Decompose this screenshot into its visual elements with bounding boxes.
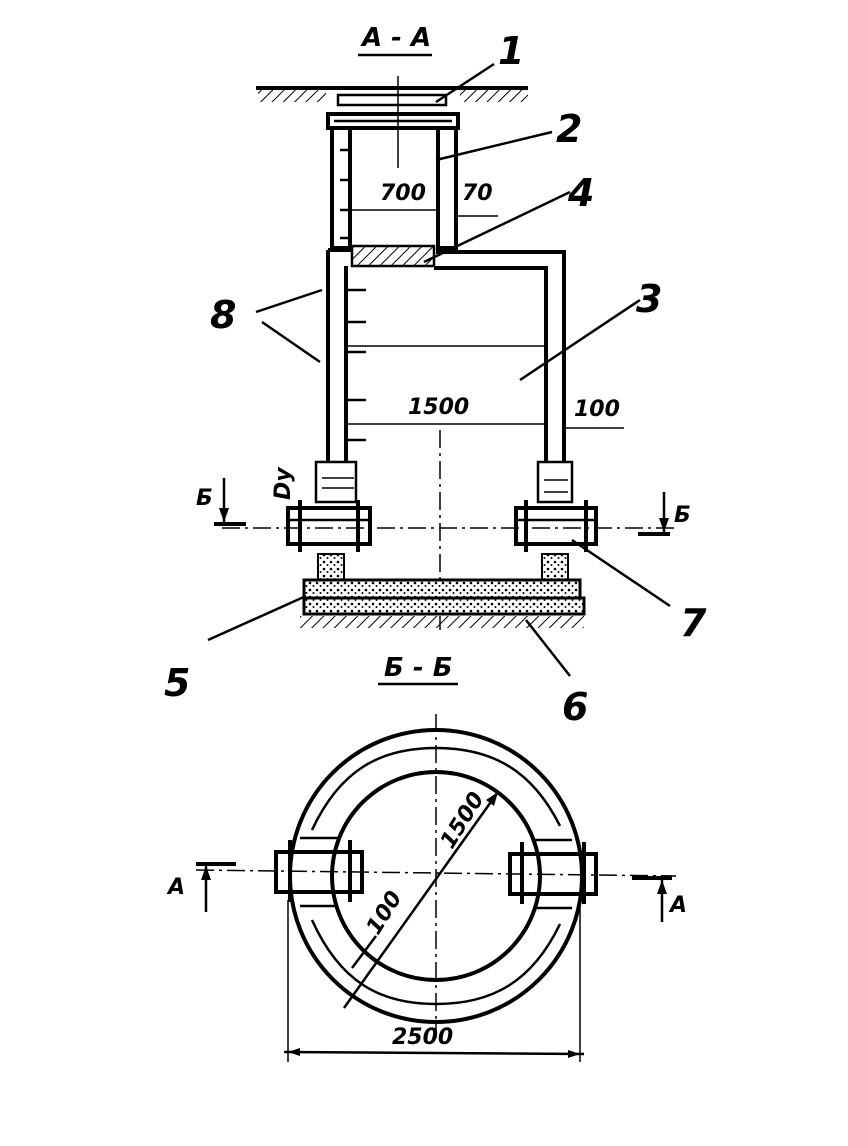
callout-8: 8 — [210, 293, 236, 337]
plan-dim-outer: 2500 — [392, 1025, 453, 1050]
svg-text:А: А — [668, 893, 687, 918]
foundation-bed — [302, 596, 586, 616]
plan-dim-wall: 100 — [362, 887, 408, 939]
plan-axis-horizontal — [195, 869, 677, 877]
base-slab — [302, 578, 582, 600]
pipe-diameter-label: Dy — [271, 466, 296, 500]
section-aa: А - А — [164, 23, 707, 729]
soil-hatch — [300, 616, 584, 628]
callout-3: 3 — [636, 277, 662, 321]
svg-text:А: А — [166, 875, 185, 900]
callout-1: 1 — [498, 29, 524, 73]
dim-chamber-width: 1500 — [408, 395, 469, 420]
dim-neck-width: 700 — [380, 181, 426, 206]
callout-5: 5 — [164, 661, 190, 705]
svg-text:Б: Б — [674, 503, 691, 528]
plan-dim-inner: 1500 — [436, 788, 490, 853]
dim-neck-wall: 70 — [462, 181, 493, 206]
plan-pipe-right — [508, 838, 598, 910]
plan-overall-dimension — [283, 900, 585, 1062]
section-bb: Б - Б 1500 — [166, 653, 687, 1062]
chamber-walls — [326, 248, 624, 462]
cut-mark-b-right: Б — [638, 492, 691, 536]
dim-chamber-wall: 100 — [574, 397, 620, 422]
cut-mark-b-left: Б — [196, 478, 246, 526]
manhole-cover — [326, 76, 460, 168]
section-bb-title: Б - Б — [384, 653, 453, 683]
cover-slab — [350, 244, 436, 268]
pipe-right — [514, 500, 598, 552]
callout-6: 6 — [562, 685, 588, 729]
callout-4: 4 — [567, 171, 594, 215]
pipe-left — [286, 500, 372, 552]
plan-diagonal-dimension — [342, 791, 500, 1009]
section-aa-title: А - А — [360, 23, 431, 53]
cut-mark-a-left: А — [166, 862, 236, 912]
plan-pipe-left — [274, 836, 364, 908]
ground-surface — [256, 86, 528, 102]
callout-leaders — [207, 62, 671, 677]
cut-mark-a-right: А — [632, 876, 687, 922]
callout-2: 2 — [556, 107, 582, 151]
lower-wall-left — [314, 460, 358, 581]
callout-7: 7 — [680, 601, 707, 645]
svg-text:Б: Б — [196, 486, 213, 511]
lower-wall-right — [536, 460, 574, 581]
